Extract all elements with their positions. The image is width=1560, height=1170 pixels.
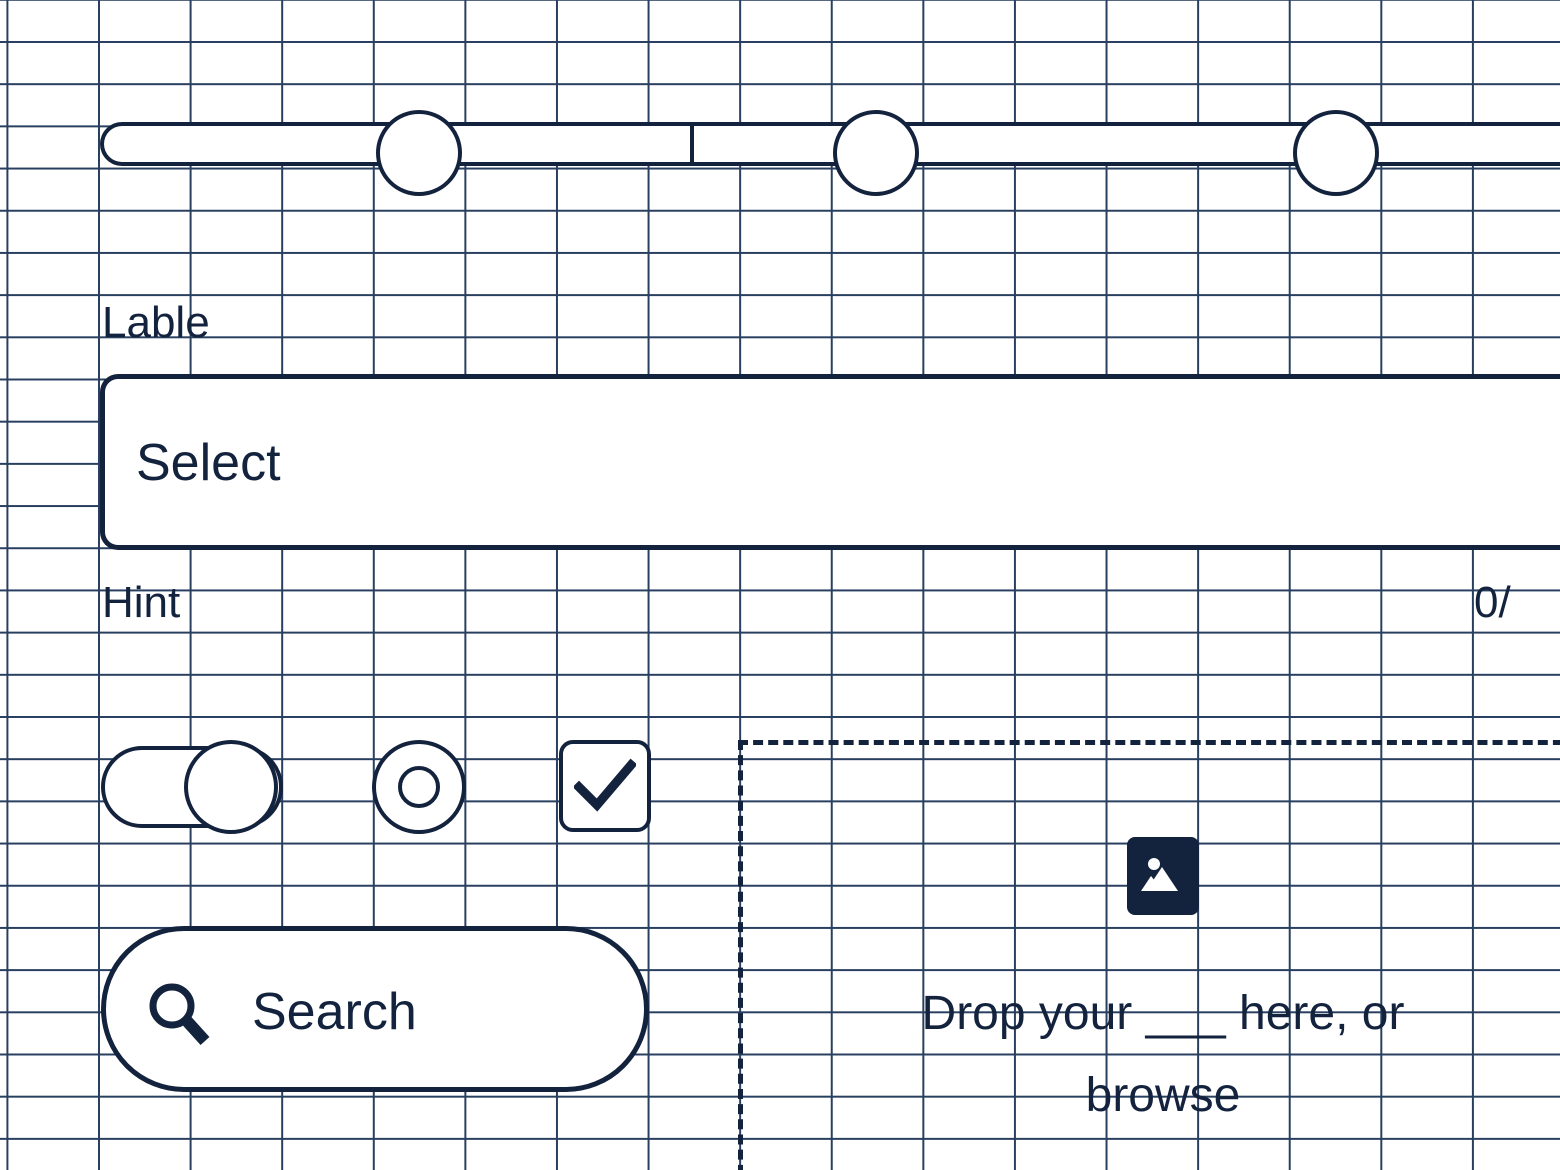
character-counter: 0/	[1474, 578, 1511, 627]
slider-thumb-2[interactable]	[833, 110, 919, 196]
search-placeholder-text: Search	[252, 983, 417, 1041]
field-hint: Hint	[102, 578, 181, 627]
image-icon	[1127, 837, 1199, 915]
radio-button[interactable]	[372, 740, 466, 834]
field-label: Lable	[102, 298, 210, 347]
file-dropzone[interactable]: Drop your ___ here, or browse	[738, 740, 1560, 1170]
slider-thumb-1[interactable]	[376, 110, 462, 196]
slider-thumb-3[interactable]	[1293, 110, 1379, 196]
select-value-text: Select	[136, 434, 281, 492]
range-slider[interactable]	[0, 96, 1560, 196]
dropzone-instructions: Drop your ___ here, or browse	[783, 973, 1543, 1137]
checkbox[interactable]	[559, 740, 651, 832]
search-input[interactable]: Search	[101, 926, 649, 1092]
slider-track-right[interactable]	[690, 122, 1560, 166]
dropzone-line-1: Drop your ___ here, or	[921, 987, 1405, 1040]
toggle-knob[interactable]	[184, 740, 278, 834]
dropzone-line-2[interactable]: browse	[1085, 1069, 1241, 1122]
select-input[interactable]	[100, 374, 1560, 550]
radio-inner-dot	[398, 766, 440, 808]
search-icon	[147, 981, 211, 1052]
